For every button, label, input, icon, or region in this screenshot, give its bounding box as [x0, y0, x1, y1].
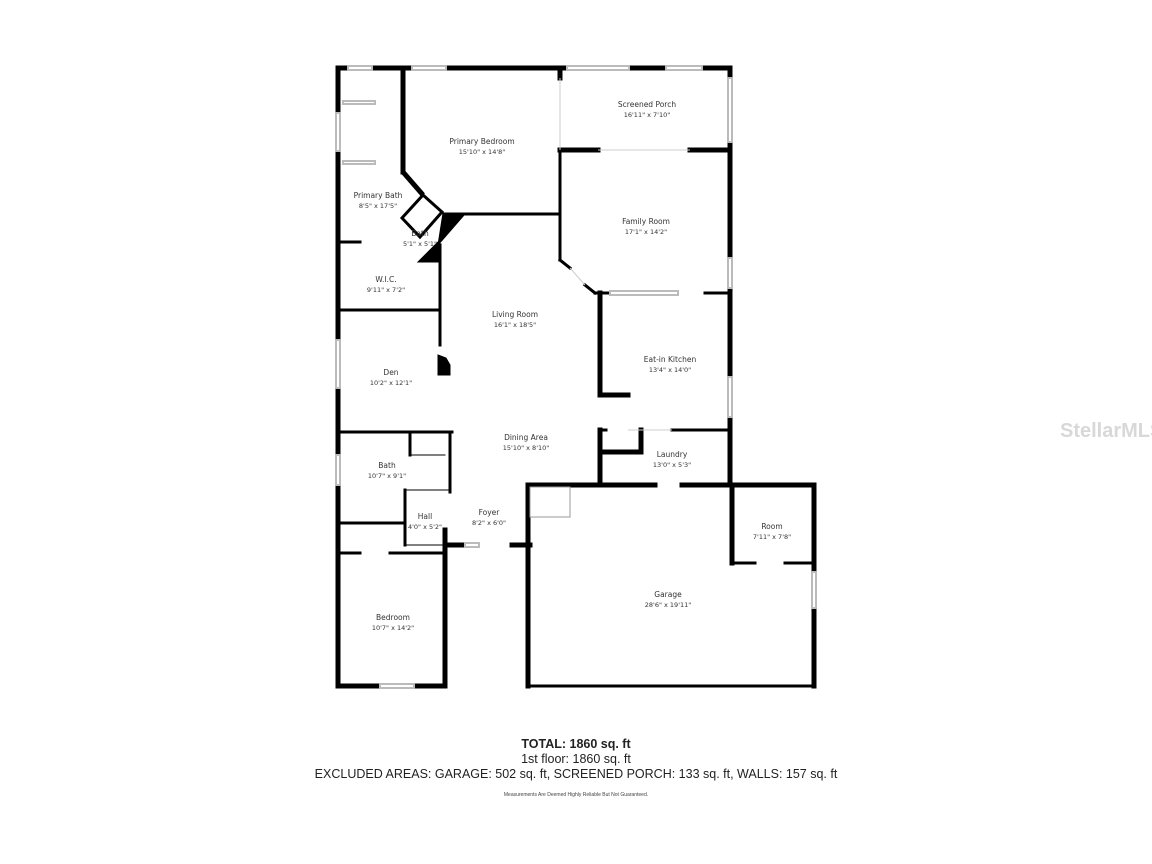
room-garage: Garage 28'6" x 19'11": [645, 590, 691, 610]
room-dining-area: Dining Area 15'10" x 8'10": [503, 433, 549, 453]
room-dims: 4'0" x 5'2": [407, 523, 443, 531]
room-name: Bath: [411, 229, 429, 238]
room-eat-in-kitchen: Eat-in Kitchen 13'4" x 14'0": [644, 355, 696, 375]
windows: [335, 65, 817, 689]
room-name: Den: [383, 368, 399, 377]
room-dims: 15'10" x 14'8": [458, 148, 506, 156]
room-room: Room 7'11" x 7'8": [753, 522, 791, 542]
room-dims: 13'4" x 14'0": [648, 366, 692, 374]
room-name: Dining Area: [504, 433, 548, 442]
room-bath: Bath 10'7" x 9'1": [368, 461, 406, 481]
room-name: W.I.C.: [375, 275, 397, 284]
room-name: Hall: [417, 512, 433, 521]
room-dims: 13'0" x 5'3": [652, 461, 692, 469]
room-den: Den 10'2" x 12'1": [370, 368, 412, 388]
room-name: Eat-in Kitchen: [643, 355, 697, 364]
room-name: Family Room: [622, 217, 670, 226]
room-name: Bath: [378, 461, 396, 470]
room-dims: 10'7" x 14'2": [371, 624, 415, 632]
room-dims: 28'6" x 19'11": [644, 601, 692, 609]
room-bedroom: Bedroom 10'7" x 14'2": [372, 613, 414, 633]
room-name: Living Room: [491, 310, 539, 319]
room-name: Primary Bath: [353, 191, 403, 200]
room-dims: 16'1" x 18'5": [493, 321, 537, 329]
openings: [529, 78, 690, 518]
room-name: Laundry: [656, 450, 688, 459]
room-bath-small: Bath 5'1" x 5'1": [403, 229, 437, 249]
room-name: Foyer: [478, 508, 500, 517]
room-laundry: Laundry 13'0" x 5'3": [653, 450, 691, 470]
room-dims: 5'1" x 5'1": [402, 240, 438, 248]
room-name: Garage: [654, 590, 682, 599]
room-living-room: Living Room 16'1" x 18'5": [492, 310, 538, 330]
disclaimer: Measurements Are Deemed Highly Reliable …: [503, 792, 649, 798]
total-area: TOTAL: 1860 sq. ft: [521, 737, 631, 751]
room-hall: Hall 4'0" x 5'2": [408, 512, 442, 532]
room-dims: 15'10" x 8'10": [502, 444, 550, 452]
room-foyer: Foyer 8'2" x 6'0": [472, 508, 506, 528]
room-name: Screened Porch: [617, 100, 677, 109]
room-name: Bedroom: [376, 613, 410, 622]
room-dims: 10'7" x 9'1": [367, 472, 407, 480]
room-name: Primary Bedroom: [449, 137, 515, 146]
room-family-room: Family Room 17'1" x 14'2": [622, 217, 670, 237]
room-dims: 10'2" x 12'1": [369, 379, 413, 387]
room-dims: 9'11" x 7'2": [366, 286, 406, 294]
room-primary-bedroom: Primary Bedroom 15'10" x 14'8": [449, 137, 514, 157]
room-dims: 8'5" x 17'5": [358, 202, 398, 210]
room-dims: 7'11" x 7'8": [752, 533, 792, 541]
watermark-logo: StellarMLS: [1060, 420, 1152, 442]
room-screened-porch: Screened Porch 16'11" x 7'10": [618, 100, 676, 120]
room-primary-bath: Primary Bath 8'5" x 17'5": [354, 191, 403, 211]
room-dims: 17'1" x 14'2": [624, 228, 668, 236]
room-wic: W.I.C. 9'11" x 7'2": [367, 275, 405, 295]
room-name: Room: [761, 522, 783, 531]
floor-area: 1st floor: 1860 sq. ft: [521, 752, 631, 766]
room-dims: 8'2" x 6'0": [471, 519, 507, 527]
excluded-areas: EXCLUDED AREAS: GARAGE: 502 sq. ft, SCRE…: [314, 767, 838, 781]
room-dims: 16'11" x 7'10": [623, 111, 671, 119]
